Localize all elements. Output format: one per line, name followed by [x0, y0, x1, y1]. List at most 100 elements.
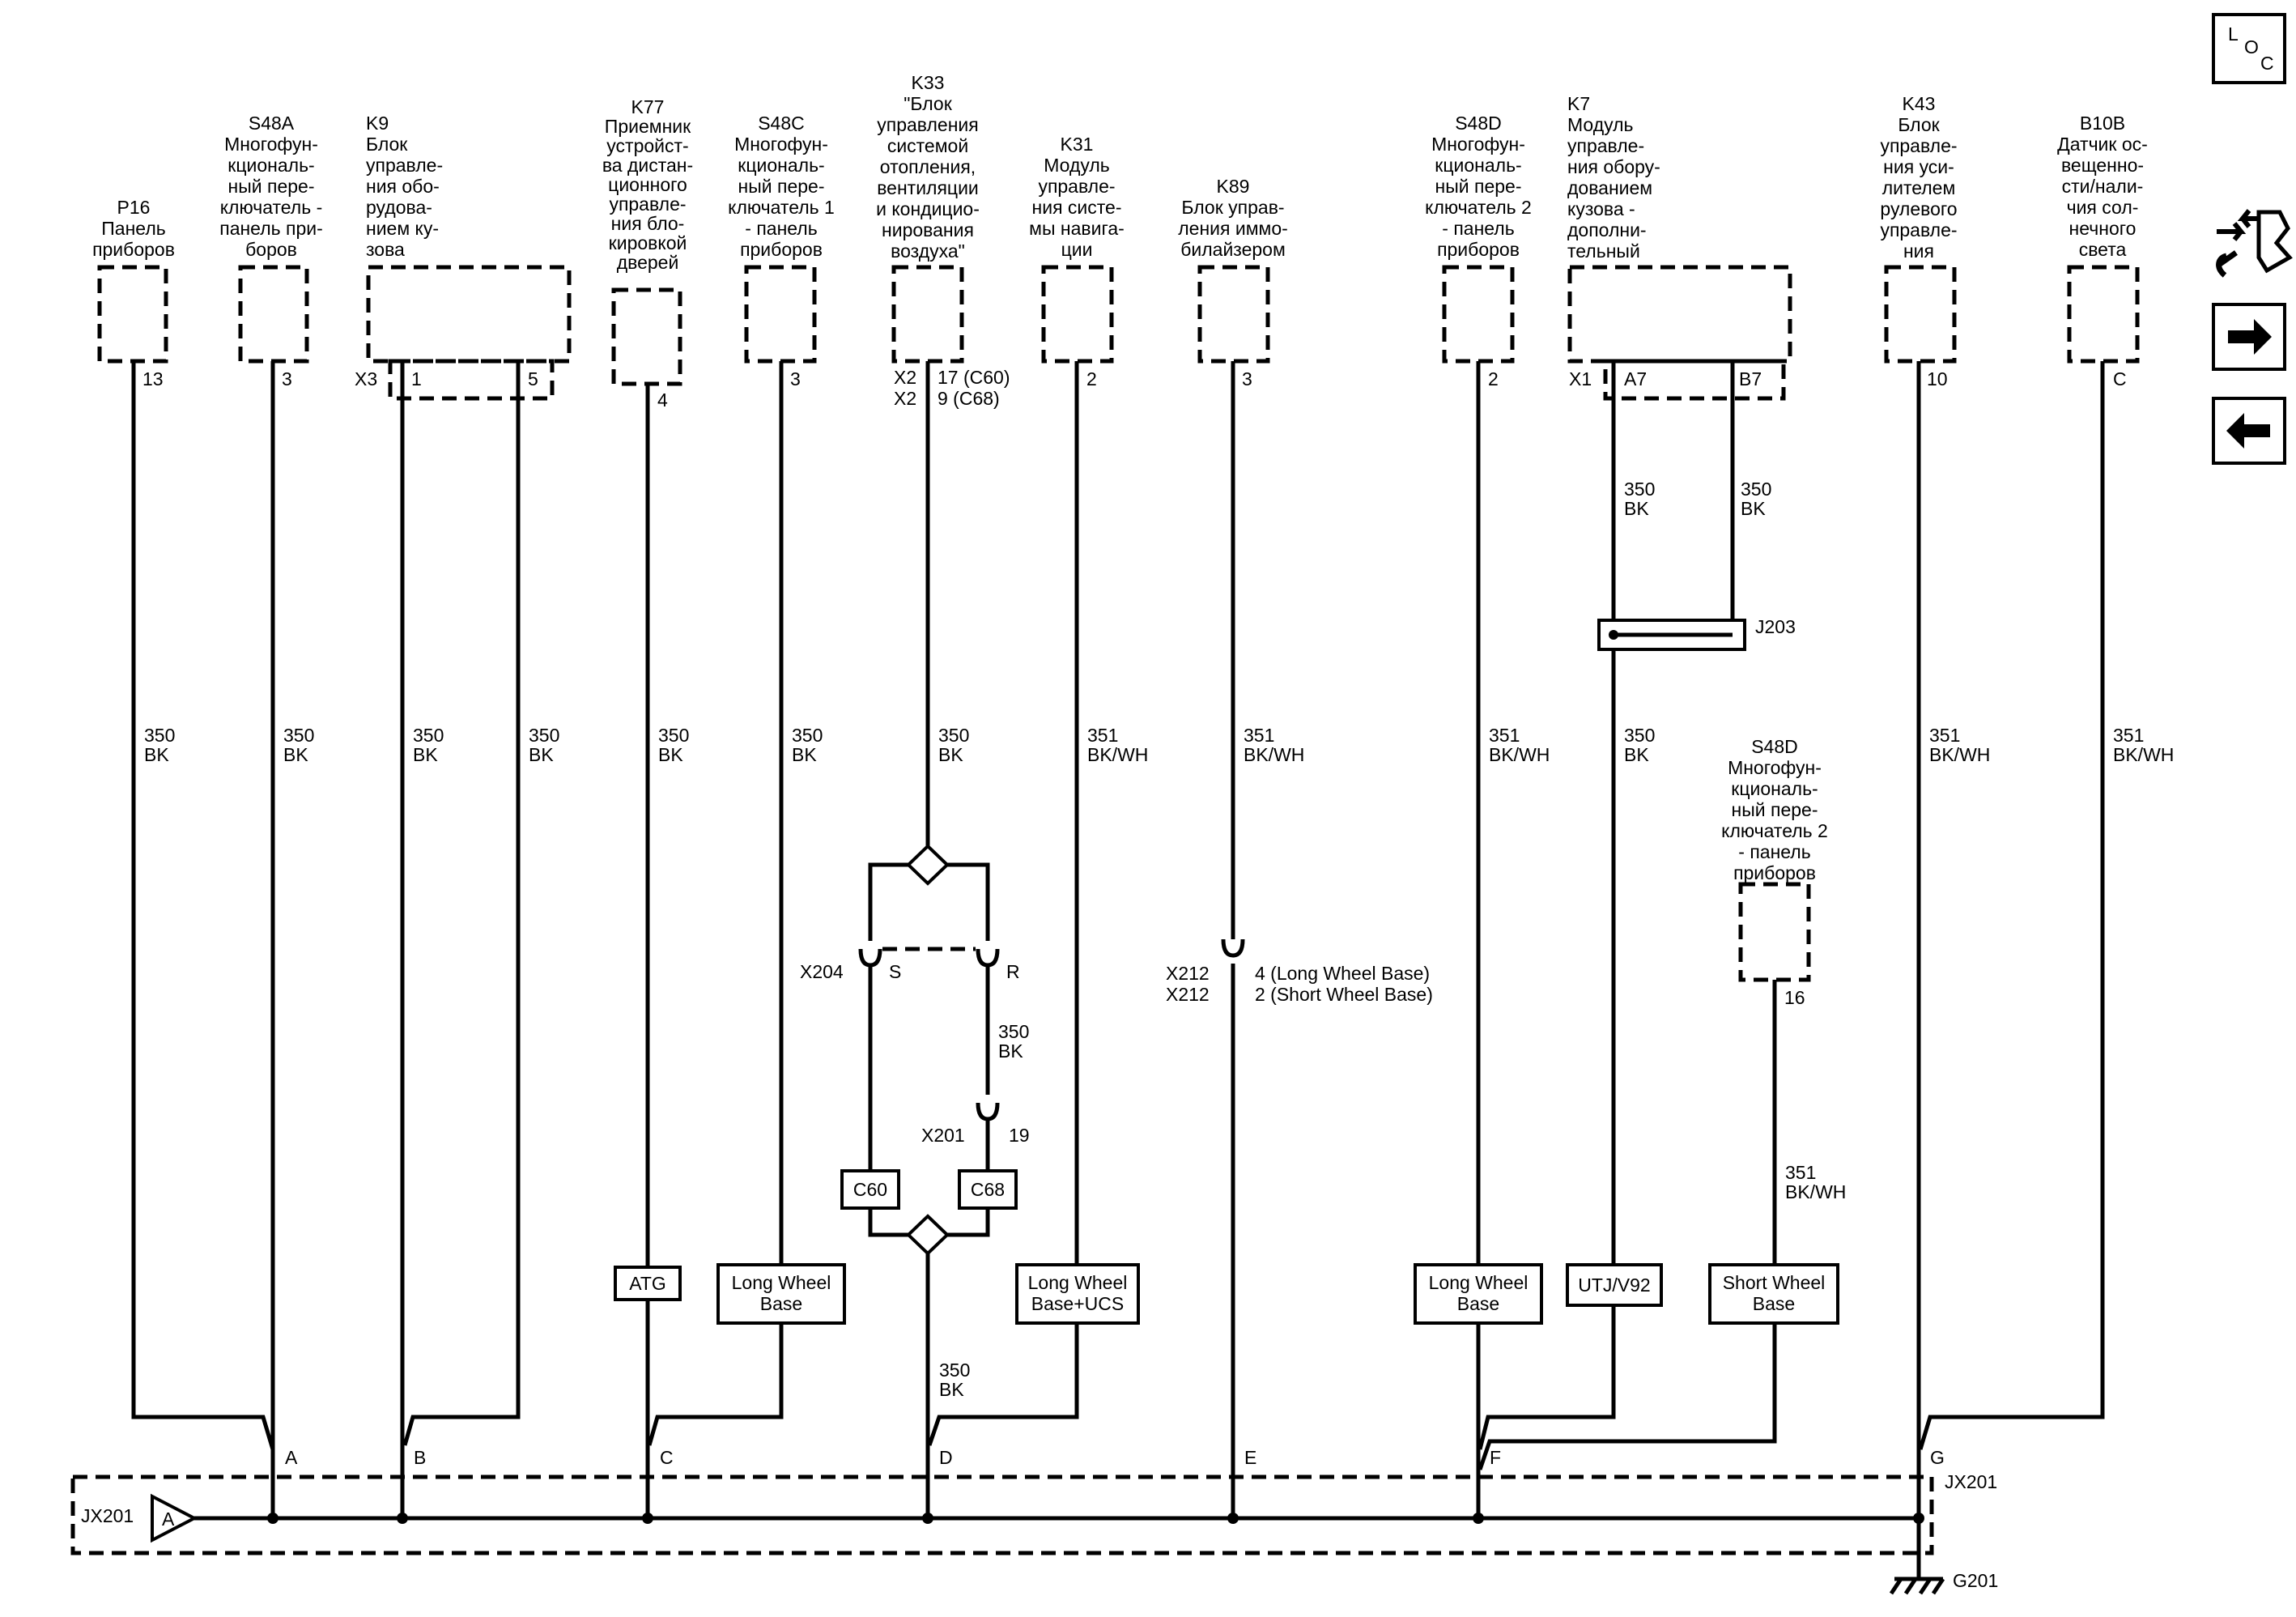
loc-button[interactable]: L O C — [2212, 13, 2286, 84]
s48a-name-line: ный пере- — [228, 176, 315, 197]
wire-gauge: 350 — [938, 725, 969, 746]
splice-dot — [1913, 1513, 1924, 1524]
k33-name-line: отопления, — [880, 156, 976, 177]
splice-pin-label: E — [1244, 1447, 1256, 1468]
splice-arrow-icon — [151, 1493, 198, 1543]
wire-k33-branch-right — [946, 862, 990, 941]
component-box-s48a — [238, 265, 309, 364]
s48d-b-name-line: ный пере- — [1732, 799, 1818, 820]
k31-ref: K31 — [1061, 134, 1094, 155]
s48c-name-line: Многофун- — [734, 134, 828, 155]
b10b-ref: B10B — [2080, 113, 2125, 134]
s48a-name-line: Многофун- — [224, 134, 318, 155]
wire-gauge: 350 — [1741, 479, 1771, 500]
splice-dot — [642, 1513, 653, 1524]
option-box — [1414, 1263, 1543, 1325]
connector-box-k7 — [1603, 359, 1786, 401]
option-label: Long Wheel — [732, 1272, 831, 1293]
ground-hatch — [1889, 1577, 1945, 1595]
k89-name-line: Блок управ- — [1181, 197, 1284, 218]
s48d-name-line: Многофун- — [1431, 134, 1525, 155]
inline-pin-label: 4 (Long Wheel Base) — [1255, 963, 1430, 984]
wire-gauge: 351 — [1785, 1162, 1816, 1183]
wire-gauge: 350 — [529, 725, 559, 746]
label-s48d: S48D Многофун- кциональ- ный пере- ключа… — [1425, 113, 1532, 260]
pin-label: 1 — [411, 368, 422, 389]
b10b-name-line: сти/нали- — [2062, 176, 2144, 197]
inline-connector-symbol — [1221, 938, 1245, 958]
inline-connector-symbol — [858, 948, 882, 968]
wire-c68-down — [946, 1208, 990, 1237]
wire-k9-pin5 — [402, 361, 521, 1446]
s48c-ref: S48C — [758, 113, 805, 134]
connector-label: X2 — [894, 367, 916, 388]
connector-label: X1 — [1569, 368, 1592, 389]
splice-pin-label: C — [660, 1447, 674, 1468]
label-p16: P16 Панель приборов — [92, 197, 175, 260]
b10b-name-line: нечного — [2069, 218, 2137, 239]
wire-gauge: 350 — [1624, 725, 1655, 746]
s48a-name-line: боров — [245, 239, 297, 260]
k31-name-line: управле- — [1038, 176, 1115, 197]
label-s48d-b: S48D Многофун- кциональ- ный пере- ключа… — [1721, 736, 1828, 883]
inline-pin-label: 2 (Short Wheel Base) — [1255, 984, 1433, 1005]
component-box-k9 — [366, 265, 572, 364]
option-s48c: Long Wheel Base — [716, 1263, 846, 1325]
wires — [131, 361, 2105, 1595]
k31-name-line: Модуль — [1044, 155, 1110, 176]
k43-name-line: Блок — [1898, 114, 1940, 135]
k43-name-line: управле- — [1880, 135, 1957, 156]
wire-color: BK/WH — [1087, 744, 1148, 765]
pin-label: 3 — [1242, 368, 1252, 389]
k9-name-line: нием ку- — [366, 218, 439, 239]
k31-name-line: мы навига- — [1029, 218, 1125, 239]
s48d-b-name-line: ключатель 2 — [1721, 820, 1828, 841]
arrow-right-icon[interactable] — [2212, 303, 2286, 371]
wire-gauge: 350 — [413, 725, 444, 746]
component-box-k33 — [891, 265, 964, 364]
s48d-ref: S48D — [1455, 113, 1502, 134]
inline-pin-label: S — [889, 961, 901, 982]
k33-name-line: вентиляции — [877, 177, 979, 198]
splice-pin-label: G — [1930, 1447, 1945, 1468]
k9-ref: K9 — [366, 113, 389, 134]
k33-name-line: системой — [887, 135, 968, 156]
wire-color: BK — [1741, 498, 1766, 519]
ground-label: G201 — [1953, 1570, 1998, 1591]
wire-s48c-lower — [647, 1323, 784, 1446]
label-k77: K77 Приемник устройст- ва дистан- ционно… — [602, 96, 693, 273]
joint-dot — [1609, 630, 1618, 640]
pin-label: 3 — [790, 368, 801, 389]
wire-gauge: 350 — [1624, 479, 1655, 500]
option-atg: ATG — [614, 1266, 682, 1301]
splice-pin-label: F — [1490, 1447, 1501, 1468]
option-box — [716, 1263, 846, 1325]
component-box-p16 — [97, 265, 168, 364]
arrow-left-icon[interactable] — [2212, 397, 2286, 465]
s48d-name-line: кциональ- — [1435, 155, 1521, 176]
option-box-c68 — [958, 1169, 1018, 1210]
connector-wrench-icon[interactable] — [2216, 209, 2293, 278]
option-label: Base — [1457, 1293, 1499, 1314]
pin-label: A7 — [1624, 368, 1647, 389]
k43-name-line: управле- — [1880, 219, 1957, 240]
option-box — [614, 1266, 682, 1301]
k33-name-line: управления — [877, 114, 978, 135]
inline-connector-symbol — [976, 948, 1000, 968]
s48c-name-line: кциональ- — [738, 155, 824, 176]
option-label: Base — [1753, 1293, 1795, 1314]
option-box — [1015, 1263, 1140, 1325]
s48d-name-line: - панель — [1442, 218, 1514, 239]
k77-name-line: Приемник — [605, 116, 691, 137]
wire-color: BK/WH — [1929, 744, 1990, 765]
k33-name-line: "Блок — [904, 93, 952, 114]
k9-name-line: Блок — [366, 134, 408, 155]
k77-name-line: устройст- — [606, 135, 688, 156]
wire-gauge: 351 — [2113, 725, 2144, 746]
wire-color: BK — [1624, 498, 1649, 519]
label-k33: K33 "Блок управления системой отопления,… — [876, 72, 980, 262]
s48a-name-line: панель при- — [219, 218, 323, 239]
wire-color: BK — [283, 744, 308, 765]
k77-name-line: управле- — [609, 194, 686, 215]
